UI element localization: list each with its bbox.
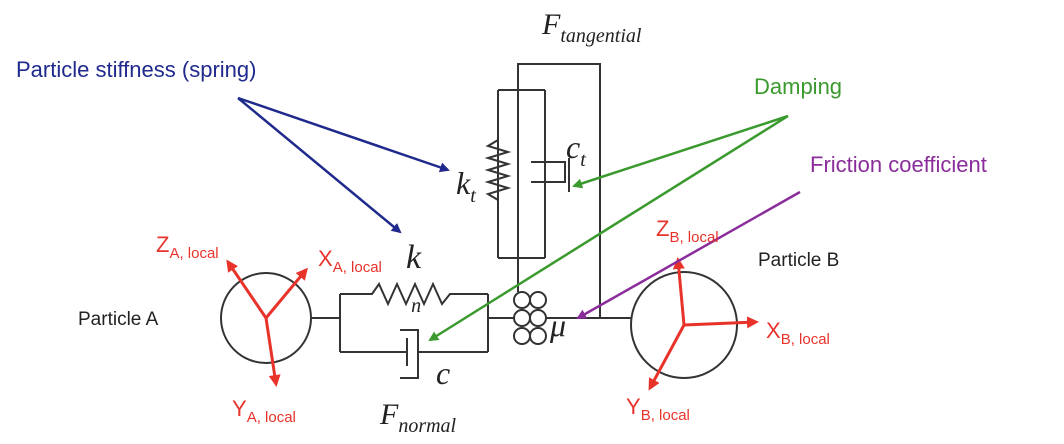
- mu-label: μ: [549, 307, 566, 343]
- particle-a-x-axis: [264, 267, 308, 319]
- kt-label: kt: [456, 165, 476, 207]
- particle-a-y-label: YA, local: [232, 396, 296, 426]
- particle-b-z-axis: [672, 257, 686, 326]
- particle-a-label: Particle A: [78, 309, 159, 330]
- stiffness-arrows: [237, 96, 450, 234]
- friction-arrow-mu: [576, 190, 801, 320]
- cn-label: c: [436, 355, 450, 391]
- normal-dashpot-cylinder: [400, 329, 419, 379]
- tangential-spring: [484, 128, 512, 222]
- stiffness-arrow-kt: [237, 96, 450, 173]
- f-tangential-label: Ftangential: [541, 8, 642, 47]
- mechanical-network: [220, 63, 738, 379]
- stiffness-arrow-kn: [237, 97, 402, 234]
- damping-arrow-ct: [572, 114, 789, 189]
- friction-arrows: [576, 190, 801, 320]
- damping-callout: Damping: [754, 74, 842, 99]
- damping-arrow-cn: [428, 114, 789, 342]
- particle-a-z-label: ZA, local: [156, 232, 219, 262]
- particle-b-x-axis: [683, 316, 759, 329]
- friction-callout: Friction coefficient: [810, 152, 987, 177]
- particle-b-y-axis: [648, 324, 686, 391]
- f-normal-label: Fnormal: [379, 398, 457, 437]
- particle-b-x-label: XB, local: [766, 318, 830, 348]
- particle-b-y-label: YB, local: [626, 394, 690, 424]
- particle-a-z-axis: [226, 259, 268, 319]
- tangential-inner-left: [517, 89, 545, 258]
- friction-rollers: [513, 291, 547, 345]
- ct-label: ct: [566, 129, 586, 171]
- particle-b-z-label: ZB, local: [656, 216, 719, 246]
- particle-b-circle: [630, 271, 738, 379]
- tangential-frame: [517, 63, 601, 318]
- particle-a-axes: [226, 259, 308, 387]
- damping-arrows: [428, 114, 789, 342]
- particle-b-label: Particle B: [758, 250, 839, 271]
- stiffness-callout: Particle stiffness (spring): [16, 57, 256, 82]
- tangential-dashpot-cylinder: [531, 161, 566, 183]
- particle-b-axes: [648, 257, 759, 391]
- particle-a-x-label: XA, local: [318, 246, 382, 276]
- normal-spring: [340, 281, 488, 307]
- particle-a-y-axis: [264, 317, 281, 387]
